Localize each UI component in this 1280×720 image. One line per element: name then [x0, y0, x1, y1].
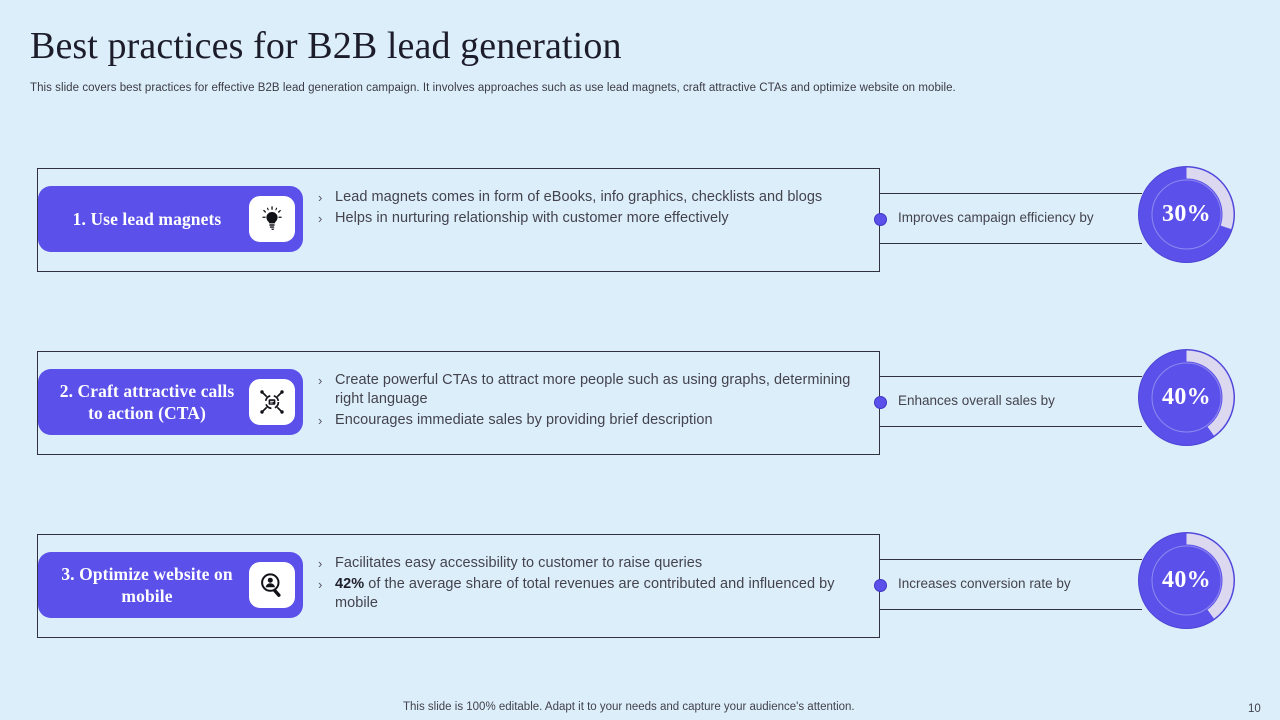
list-item: › Facilitates easy accessibility to cust…	[318, 554, 868, 573]
page-title: Best practices for B2B lead generation	[30, 25, 622, 67]
chevron-right-icon: ›	[318, 373, 323, 388]
practice-badge-label: 2. Craft attractive calls to action (CTA…	[59, 381, 235, 423]
lightbulb-icon	[249, 196, 295, 242]
page-subtitle: This slide covers best practices for eff…	[30, 82, 956, 94]
bullet-text-rest: of the average share of total revenues a…	[335, 576, 835, 611]
person-search-icon	[249, 562, 295, 608]
connector-dot	[874, 396, 887, 409]
practice-badge[interactable]: 2. Craft attractive calls to action (CTA…	[38, 369, 303, 435]
practice-bullets: › Create powerful CTAs to attract more p…	[318, 371, 868, 432]
chevron-right-icon: ›	[318, 211, 323, 226]
list-item: › 42% of the average share of total reve…	[318, 575, 868, 613]
practice-row: 2. Craft attractive calls to action (CTA…	[0, 348, 1280, 458]
page-number: 10	[1248, 703, 1261, 715]
practice-badge[interactable]: 1. Use lead magnets	[38, 186, 303, 252]
metric-value: 40%	[1162, 567, 1211, 593]
metric-donut-chart: 30%	[1136, 164, 1237, 265]
practice-badge-label: 3. Optimize website on mobile	[61, 564, 233, 606]
practice-badge-label: 1. Use lead magnets	[72, 209, 222, 229]
connector-dot	[874, 213, 887, 226]
footer-note: This slide is 100% editable. Adapt it to…	[403, 701, 855, 713]
metric-value: 40%	[1162, 384, 1211, 410]
bullet-text: Create powerful CTAs to attract more peo…	[335, 372, 851, 407]
metric-label: Improves campaign efficiency by	[898, 210, 1094, 225]
bullet-text: Helps in nurturing relationship with cus…	[335, 210, 729, 226]
target-cta-icon	[249, 379, 295, 425]
connector-rail-top	[880, 376, 1142, 378]
bullet-emphasis: 42%	[335, 576, 365, 592]
bullet-text: 42% of the average share of total revenu…	[335, 575, 868, 613]
metric-label: Increases conversion rate by	[898, 576, 1071, 591]
connector-dot	[874, 579, 887, 592]
practice-row: 3. Optimize website on mobile › Facilita…	[0, 531, 1280, 641]
practice-bullets: › Lead magnets comes in form of eBooks, …	[318, 188, 868, 230]
chevron-right-icon: ›	[318, 556, 323, 571]
connector-rail-bottom	[880, 426, 1142, 428]
connector-rail-top	[880, 559, 1142, 561]
connector-rail-top	[880, 193, 1142, 195]
metric-label: Enhances overall sales by	[898, 393, 1055, 408]
connector-rail-bottom	[880, 609, 1142, 611]
connector-rail-bottom	[880, 243, 1142, 245]
metric-donut-chart: 40%	[1136, 530, 1237, 631]
list-item: › Encourages immediate sales by providin…	[318, 411, 868, 430]
chevron-right-icon: ›	[318, 413, 323, 428]
metric-donut-chart: 40%	[1136, 347, 1237, 448]
list-item: › Create powerful CTAs to attract more p…	[318, 371, 868, 409]
bullet-text: Lead magnets comes in form of eBooks, in…	[335, 189, 823, 205]
practice-badge[interactable]: 3. Optimize website on mobile	[38, 552, 303, 618]
bullet-text: Facilitates easy accessibility to custom…	[335, 555, 703, 571]
chevron-right-icon: ›	[318, 190, 323, 205]
list-item: › Lead magnets comes in form of eBooks, …	[318, 188, 868, 207]
metric-value: 30%	[1162, 201, 1211, 227]
practice-row: 1. Use lead magnets	[0, 165, 1280, 275]
chevron-right-icon: ›	[318, 577, 323, 592]
bullet-text: Encourages immediate sales by providing …	[335, 412, 713, 428]
list-item: › Helps in nurturing relationship with c…	[318, 209, 868, 228]
practice-bullets: › Facilitates easy accessibility to cust…	[318, 554, 868, 615]
